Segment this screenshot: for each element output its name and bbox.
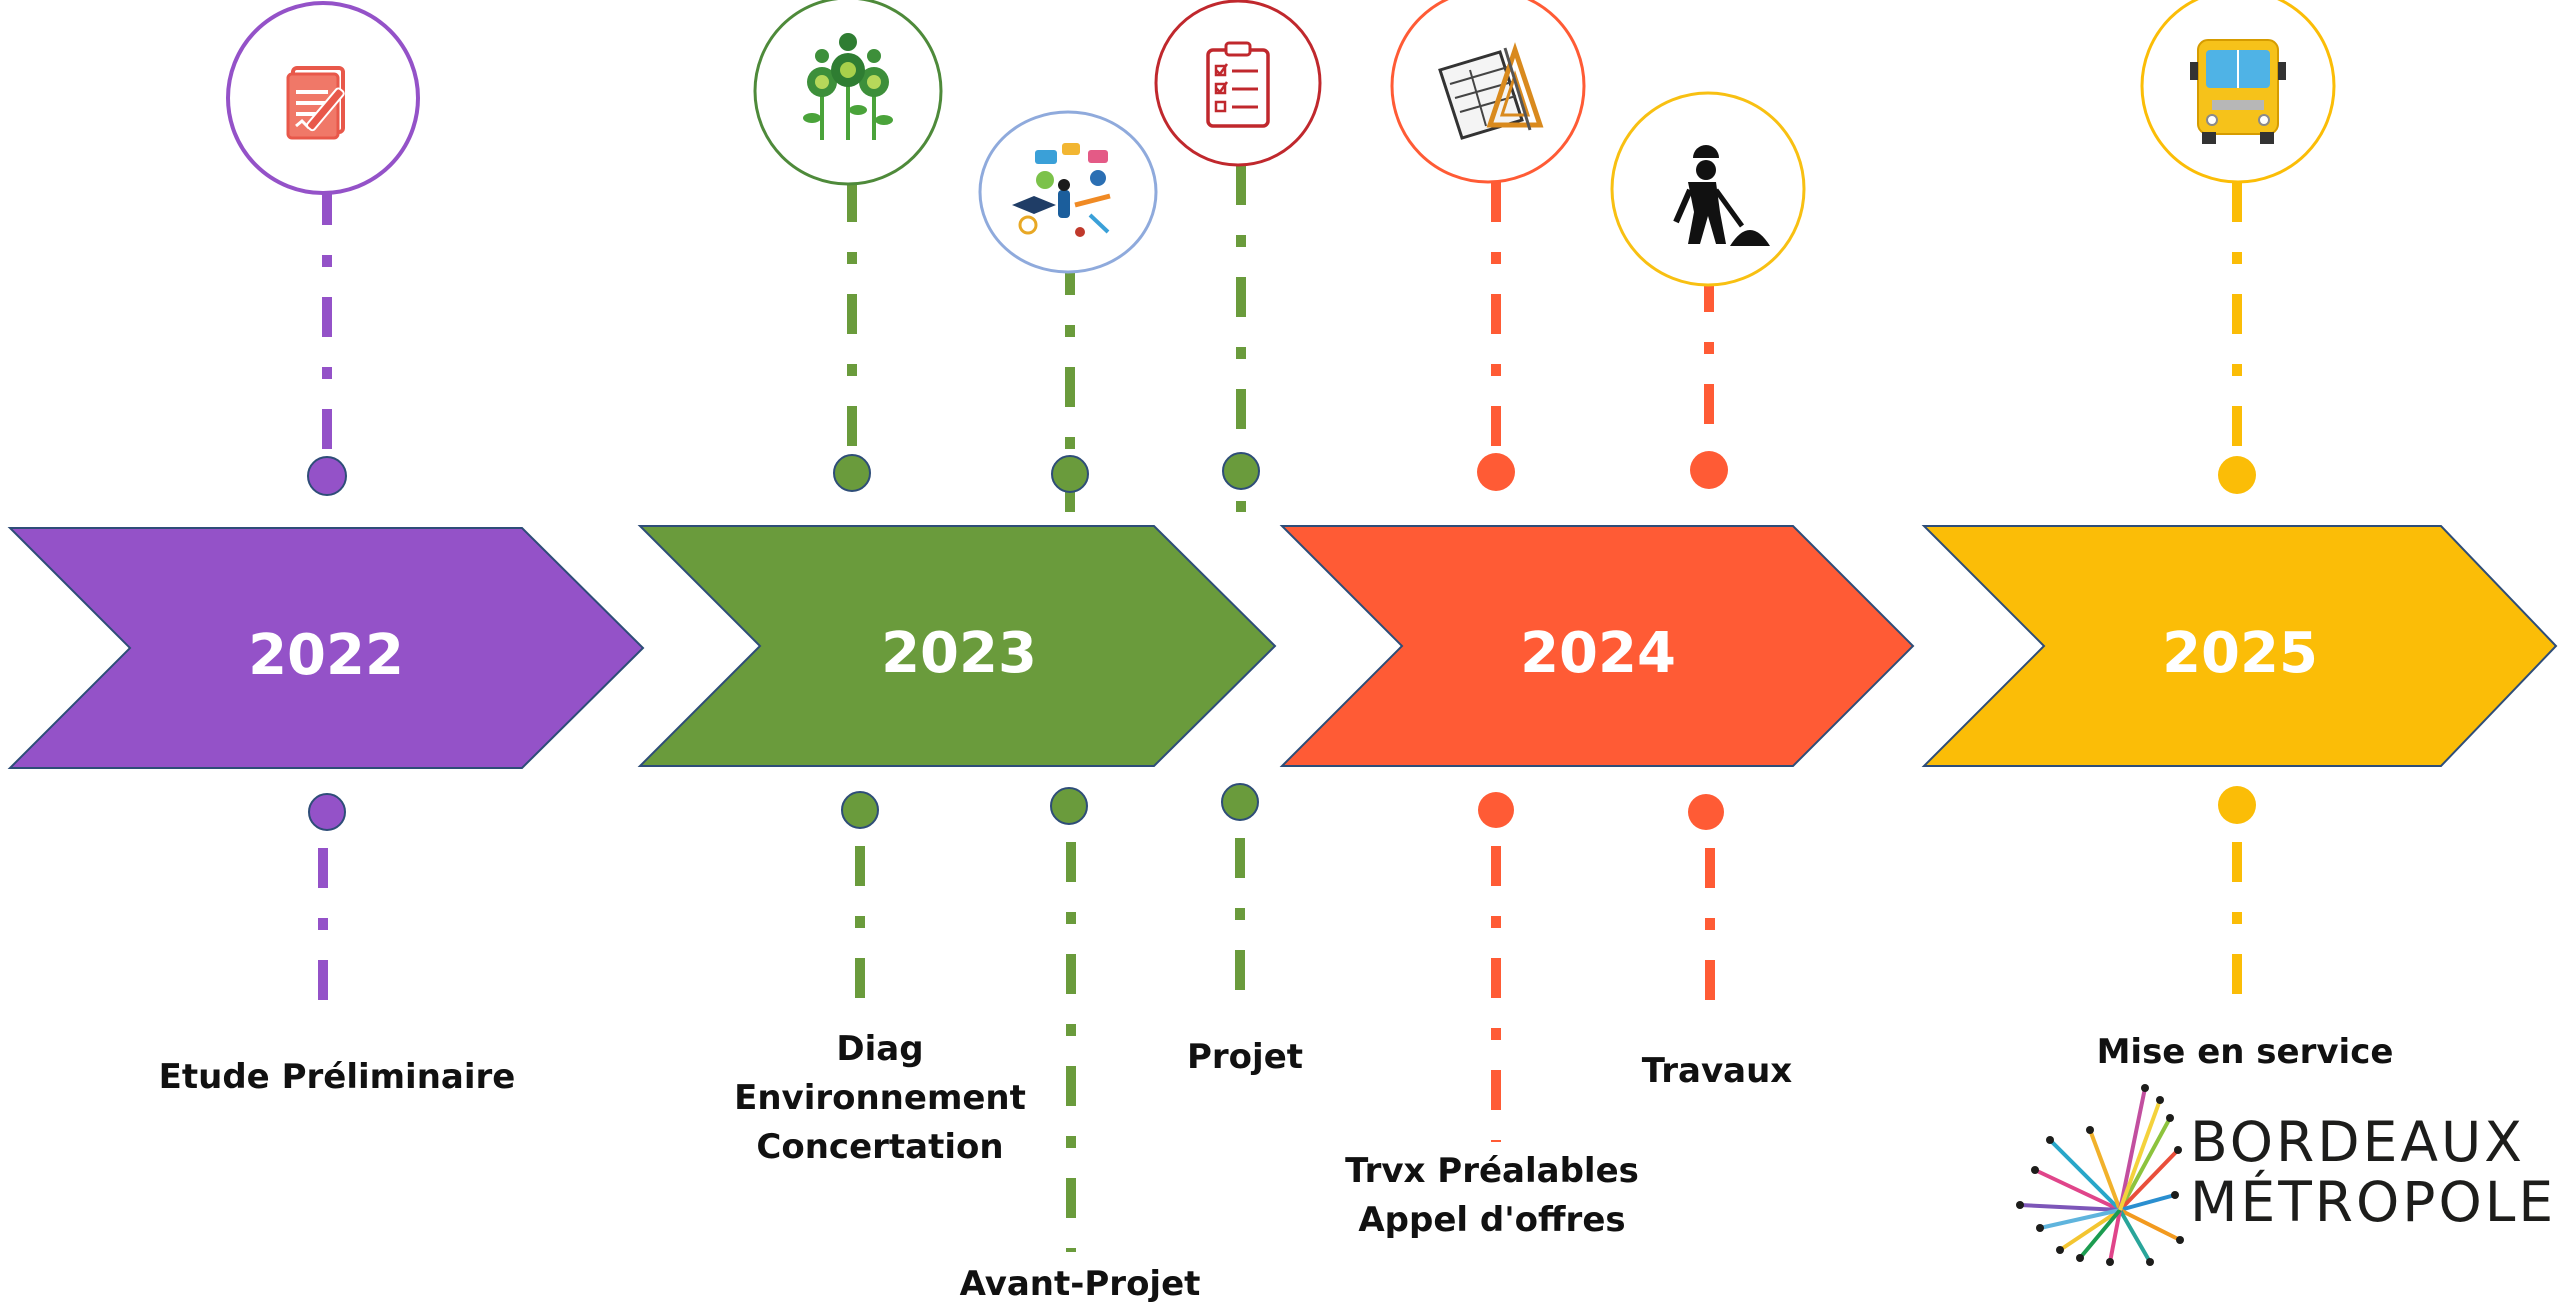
milestone-label-avant-projet: Avant-Projet [959, 1264, 1201, 1304]
year-label-2025: 2025 [2162, 621, 2318, 686]
connector-lower-travaux [1688, 794, 1724, 1020]
year-label-2022: 2022 [248, 623, 404, 688]
road-worker-icon [1610, 91, 1806, 287]
connector-lower-mise-en-service [2218, 786, 2256, 1018]
milestone-label-diag: Diag Environnement Concertation [734, 1029, 1026, 1167]
connector-lower-avant-projet [1050, 787, 1088, 1252]
blueprint-tools-icon [1390, 0, 1586, 184]
connector-lower-etude [308, 793, 346, 1020]
milestone-label-projet: Projet [1186, 1037, 1304, 1077]
flowers-icon [753, 0, 943, 186]
connector-lower-diag [841, 791, 879, 1014]
connector-upper-travaux [1690, 272, 1728, 489]
year-label-2024: 2024 [1520, 621, 1676, 686]
year-arrow-2024: 2024 [1279, 525, 1915, 767]
connector-upper-mise-en-service [2218, 182, 2256, 516]
year-arrow-2022: 2022 [7, 527, 645, 769]
study-collage-icon [978, 110, 1158, 274]
clipboard-checklist-icon [1154, 0, 1322, 167]
year-arrow-2023: 2023 [637, 525, 1277, 767]
milestone-label-etude: Etude Préliminaire [158, 1057, 516, 1097]
connector-lower-trvx [1478, 792, 1514, 1142]
connector-upper-projet [1222, 165, 1260, 512]
connector-upper-avant-projet [1051, 255, 1089, 512]
bordeaux-metropole-logo-icon [2016, 1084, 2184, 1266]
document-pen-icon [226, 1, 420, 195]
milestone-label-travaux: Travaux [1641, 1051, 1793, 1091]
year-label-2023: 2023 [881, 621, 1037, 686]
logo-line-2: MÉTROPOLE [2190, 1170, 2557, 1234]
connector-upper-diag [833, 182, 871, 512]
connector-lower-projet [1221, 783, 1259, 1016]
connector-upper-etude [307, 185, 347, 520]
year-arrow-2025: 2025 [1921, 525, 2558, 767]
logo-line-1: BORDEAUX [2190, 1110, 2525, 1174]
milestone-label-mise-en-service: Mise en service [2096, 1032, 2394, 1072]
bordeaux-metropole-logo-text: BORDEAUX MÉTROPOLE [2190, 1112, 2556, 1232]
bus-icon [2140, 0, 2336, 184]
connector-upper-trvx [1477, 182, 1515, 516]
milestone-label-trvx-prealables: Trvx Préalables Appel d'offres [1345, 1151, 1639, 1240]
